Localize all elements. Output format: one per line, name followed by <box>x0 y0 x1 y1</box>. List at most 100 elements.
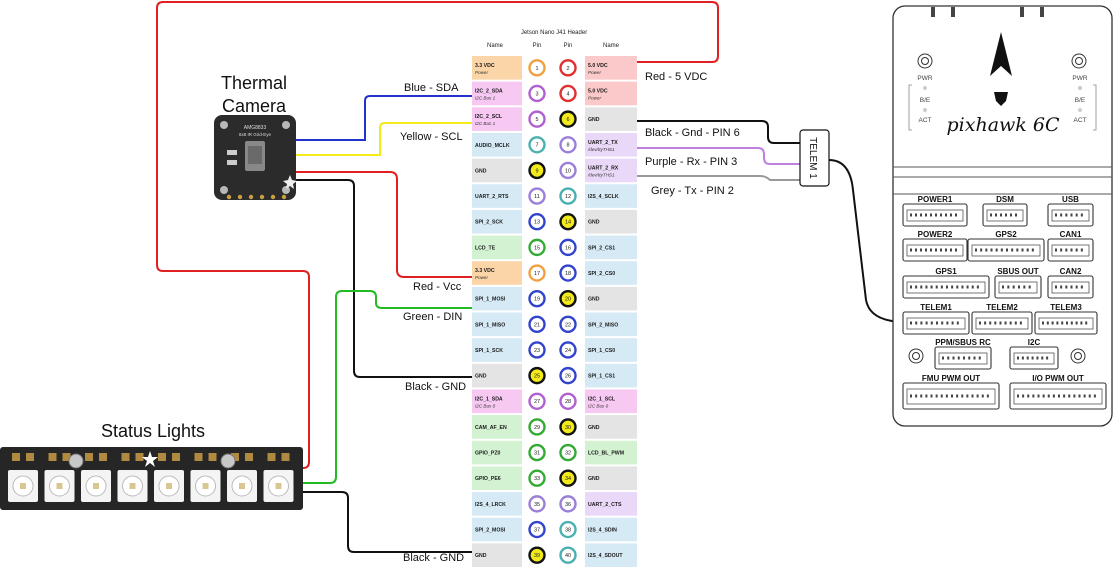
port-pin <box>1006 248 1008 252</box>
pin-circle <box>528 238 546 257</box>
pin-circle <box>559 495 577 513</box>
header-col-name-right: Name <box>603 43 620 49</box>
pin-name-right: 5.0 VDC <box>588 63 608 69</box>
pin-circle <box>559 469 577 487</box>
port-socket <box>938 352 988 365</box>
port-pin <box>985 248 988 252</box>
pin-name-right: UART_2_TX <box>588 140 618 146</box>
port-pin <box>973 356 976 360</box>
pin-number-right: 4 <box>566 91 569 97</box>
pin-name-cell <box>472 107 522 131</box>
led-cell <box>44 453 75 502</box>
port-pin <box>1065 285 1068 289</box>
port-pin <box>1075 321 1078 325</box>
port-pin <box>1070 248 1073 252</box>
port-pin <box>1002 285 1004 289</box>
wire-green-din <box>303 290 472 484</box>
pin-name-right: GND <box>588 297 600 303</box>
pixhawk-port[interactable]: TELEM3 <box>1034 303 1098 335</box>
pixhawk-port[interactable]: TELEM2 <box>971 303 1033 335</box>
led-die <box>275 483 282 489</box>
pixhawk-port[interactable]: CAN1 <box>1047 230 1094 262</box>
port-pin <box>995 248 998 252</box>
pin-number-left: 39 <box>534 553 540 559</box>
pin-sub-right: I2C Bus 0 <box>588 403 609 408</box>
pixhawk-port[interactable]: DSM <box>982 195 1028 227</box>
pin-name-cell <box>585 286 637 311</box>
pixhawk-port[interactable]: CAN2 <box>1047 267 1094 299</box>
port-pin <box>971 394 974 398</box>
port-pin <box>920 285 923 289</box>
pin-name-left: I2C_1_SDA <box>475 396 503 402</box>
port-pin <box>1070 321 1073 325</box>
pin-circle <box>559 213 577 231</box>
led-cell <box>117 453 148 502</box>
port-pin <box>963 356 965 360</box>
port-socket <box>1051 209 1090 222</box>
port-pin <box>1051 321 1054 325</box>
pixhawk-port[interactable]: POWER2 <box>902 230 968 262</box>
wire-red-5vdc <box>156 1 719 469</box>
star-icon <box>142 451 158 467</box>
port-pin <box>910 213 912 217</box>
pin-circle <box>559 187 577 205</box>
port-pin <box>961 394 964 398</box>
port-pin <box>1022 394 1025 398</box>
pixhawk-port[interactable]: USB <box>1047 195 1094 227</box>
pixhawk-port[interactable]: GPS2 <box>967 230 1045 262</box>
pixhawk-port[interactable]: I2C <box>1009 338 1059 370</box>
pin-circle <box>559 520 577 539</box>
port-pin <box>930 213 932 217</box>
pin-number-right: 40 <box>565 553 571 559</box>
port-pin <box>1021 248 1024 252</box>
port-label: I/O PWM OUT <box>1032 374 1084 383</box>
pin-sub-left: I2C Bus 0 <box>475 403 496 408</box>
port-socket <box>1051 281 1090 294</box>
pixhawk-port[interactable]: I/O PWM OUT <box>1009 374 1107 410</box>
pixhawk-port[interactable]: PPM/SBUS RC <box>934 338 992 370</box>
pixhawk-port[interactable]: GPS1 <box>902 267 990 299</box>
pin-name-left: I2S_4_LRCK <box>475 502 506 508</box>
pin-sub-right: Power <box>588 70 601 75</box>
pin-name-left: SPI_2_MOSI <box>475 528 506 534</box>
port-pin <box>915 394 918 398</box>
port-pin <box>955 213 957 217</box>
port-housing <box>1009 346 1059 370</box>
pin-name-right: SPI_2_CS1 <box>588 245 615 251</box>
port-pin <box>1028 285 1031 289</box>
port-socket <box>1013 388 1103 405</box>
pixhawk-port[interactable]: TELEM1 <box>902 303 970 335</box>
port-pin <box>950 248 952 252</box>
status-leds-right: PWR B/E ACT <box>1072 75 1097 131</box>
pin-name-right: I2S_4_SCLK <box>588 194 619 200</box>
pixhawk-port[interactable]: SBUS OUT <box>994 267 1042 299</box>
port-pin <box>1070 285 1073 289</box>
port-pin <box>957 356 960 360</box>
pin-name-cell <box>472 415 522 439</box>
pin-number-left: 3 <box>535 91 538 97</box>
pin-number-left: 21 <box>534 322 540 328</box>
led-pad <box>48 453 57 461</box>
pixhawk-port[interactable]: FMU PWM OUT <box>902 374 1000 410</box>
port-pin <box>925 248 927 252</box>
pin-circle <box>528 213 546 231</box>
port-pin <box>978 356 981 360</box>
telem1-connector-label: TELEM 1 <box>807 137 818 179</box>
port-pin <box>1017 356 1019 360</box>
port-pin <box>1063 394 1066 398</box>
pin-number-right: 18 <box>565 271 571 277</box>
pin-name-left: I2C_2_SDA <box>475 88 503 94</box>
pin-name-left: I2C_2_SCL <box>475 114 503 120</box>
pin-circle <box>559 546 577 564</box>
port-label: SBUS OUT <box>997 267 1038 276</box>
pin-name-right: SPI_2_MISO <box>588 322 618 328</box>
port-pin <box>1052 394 1055 398</box>
led-die <box>129 483 136 489</box>
pixhawk-port[interactable]: POWER1 <box>902 195 968 227</box>
pin-number-right: 24 <box>565 348 571 354</box>
wire-labels: Blue - SDA Yellow - SCL Red - Vcc Green … <box>400 71 740 564</box>
port-socket <box>906 317 966 330</box>
